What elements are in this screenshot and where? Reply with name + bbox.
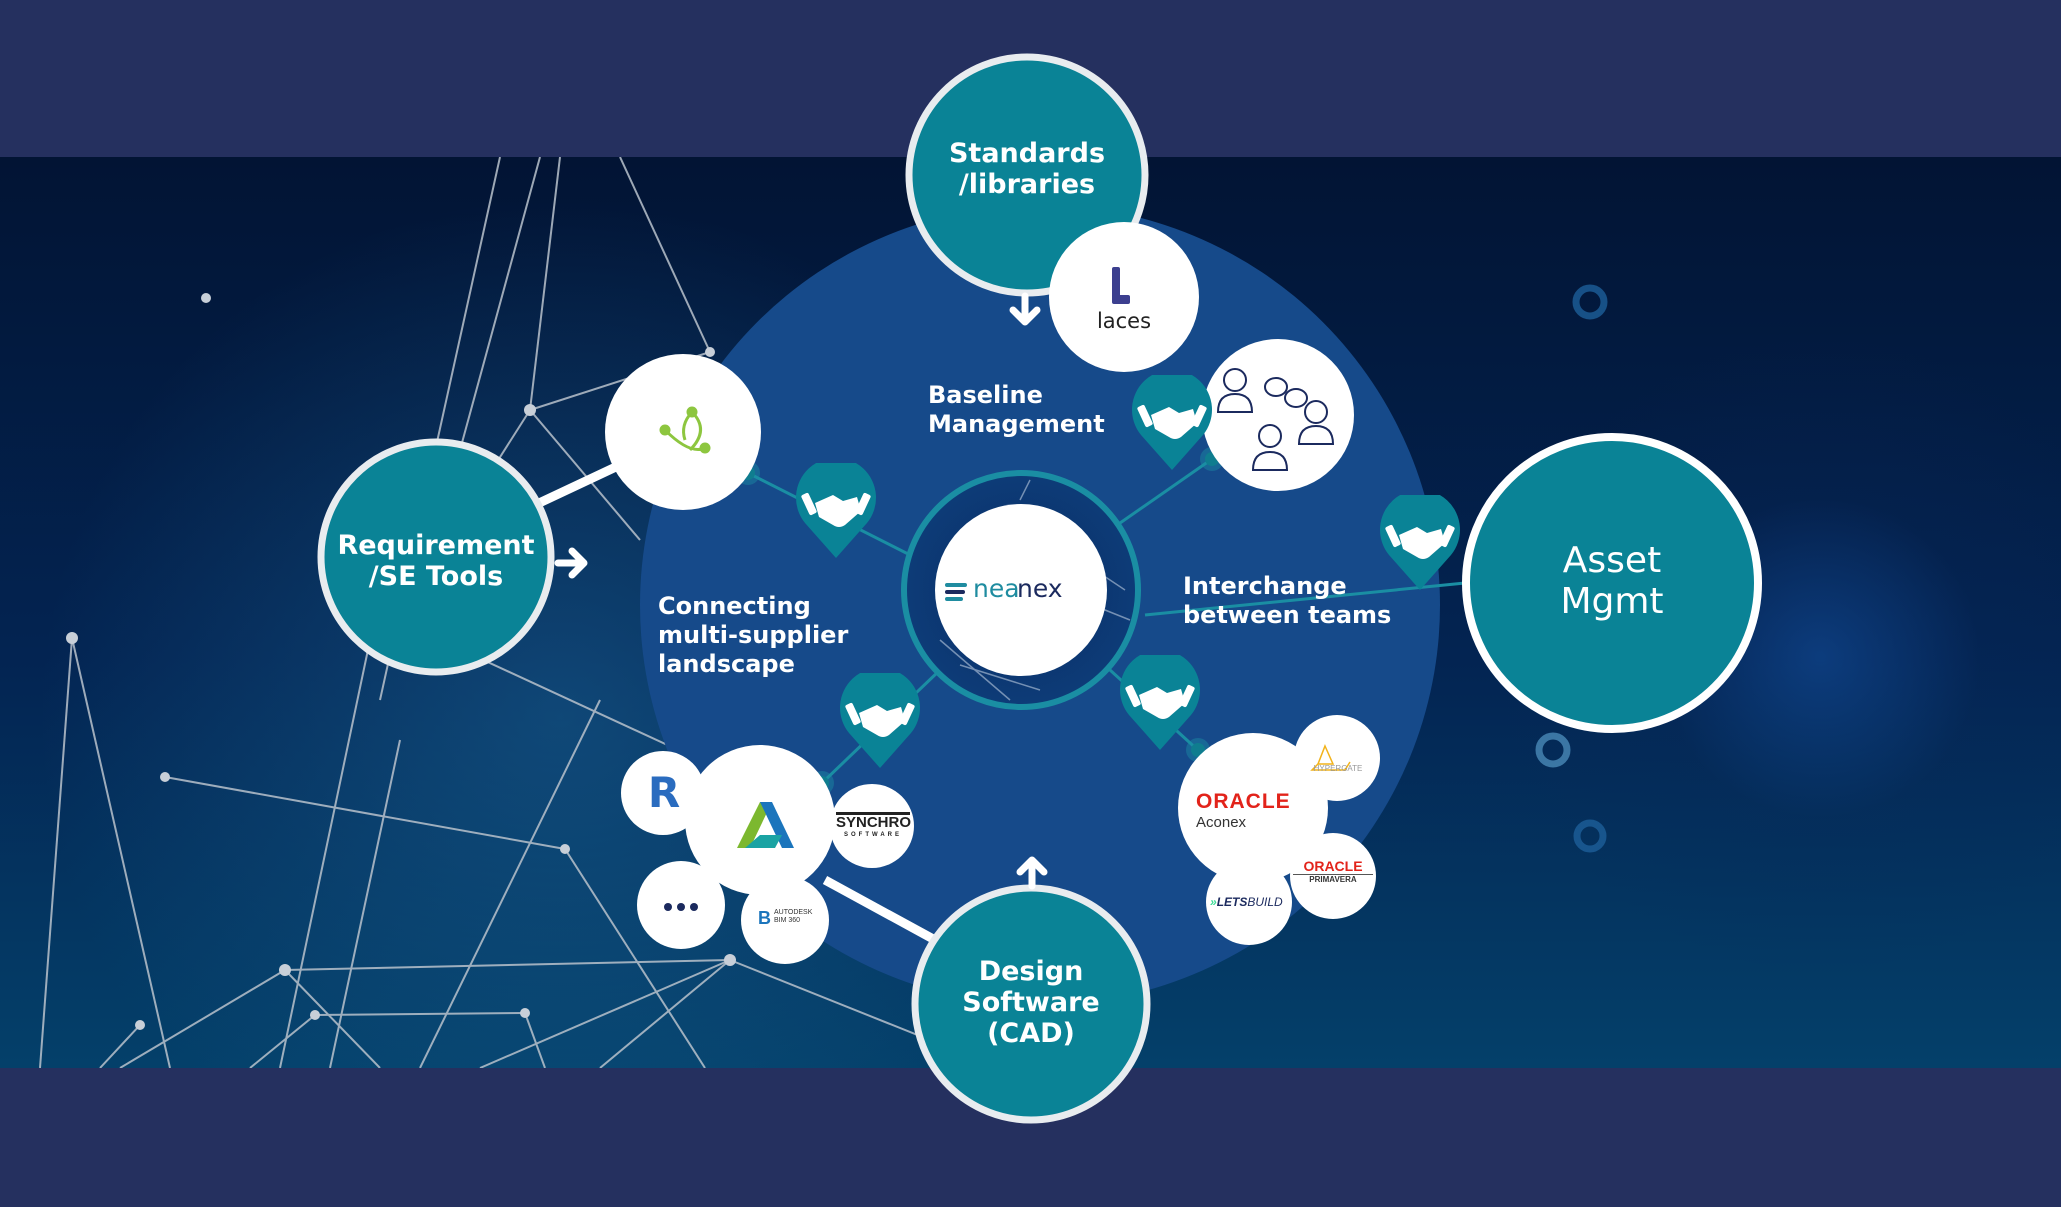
laces-logo-text: laces <box>1096 309 1152 333</box>
bim360-logo-mark: B <box>758 908 771 928</box>
oracle-aconex-product: Aconex <box>1196 814 1247 831</box>
bim360-line2: BIM 360 <box>774 917 801 925</box>
synchro-logo: SYNCHRO SOFTWARE <box>836 812 912 838</box>
logo-bubbles <box>605 222 1380 964</box>
label-line: Software <box>962 987 1100 1019</box>
node-requirement-circle[interactable] <box>317 438 555 676</box>
arrow-up-icon <box>1016 856 1048 890</box>
bim360-logo-text: AUTODESK BIM 360 <box>774 909 812 926</box>
bokeh-dots <box>1535 284 1608 853</box>
handshake-pin-icon <box>840 673 920 768</box>
node-asset-label: Asset Mgmt <box>1466 540 1758 623</box>
label-line: Requirement <box>337 530 535 561</box>
neanex-logo-mark-bar <box>945 597 963 601</box>
autodesk-logo-icon <box>737 802 794 848</box>
handshake-pin-icon <box>1120 655 1200 750</box>
letsbuild-logo-rest: BUILD <box>1247 895 1283 909</box>
synchro-logo-main: SYNCHRO <box>836 814 912 831</box>
arrow-down-icon <box>1009 292 1041 326</box>
arrow-right-icon <box>554 547 588 579</box>
caption-connecting-suppliers: Connecting multi-supplier landscape <box>658 592 849 678</box>
neanex-hub[interactable] <box>901 470 1141 710</box>
oracle-aconex-logo: ORACLE Aconex <box>1196 790 1316 831</box>
label-line: /libraries <box>958 169 1096 201</box>
neanex-logo-text-a: nea <box>973 574 1020 603</box>
background-network <box>39 157 1001 1068</box>
node-asset-circle[interactable] <box>1462 433 1762 733</box>
label-line: Mgmt <box>1560 581 1664 623</box>
synchro-logo-sub: SOFTWARE <box>844 831 902 838</box>
handshake-pin-icon <box>796 463 876 558</box>
bim360-line1: AUTODESK <box>774 909 813 916</box>
node-standards-label: Standards /libraries <box>909 138 1145 200</box>
neanex-logo-text-b: nex <box>1017 574 1063 603</box>
neanex-logo-mark-icon <box>945 583 967 587</box>
req-tool-logo-icon <box>659 406 711 454</box>
letsbuild-logo: »LETSBUILD <box>1210 895 1290 909</box>
label-line: Design <box>978 956 1084 987</box>
more-icon <box>664 903 698 911</box>
caption-baseline-management: Baseline Management <box>928 381 1105 438</box>
letsbuild-chevrons-icon: » <box>1210 895 1217 909</box>
caption-interchange-teams: Interchange between teams <box>1183 572 1392 629</box>
hypergate-logo-text: HYPERGATE <box>1313 764 1363 773</box>
handshake-pin-icon <box>1132 375 1212 470</box>
label-line: Standards <box>948 138 1106 169</box>
letsbuild-logo-bold: LETS <box>1216 895 1248 909</box>
oracle-aconex-brand: ORACLE <box>1196 790 1291 813</box>
node-connectors <box>533 460 938 944</box>
oracle-primavera-brand: ORACLE <box>1293 858 1373 875</box>
team-bubble <box>1202 339 1354 491</box>
revit-logo: R <box>647 768 681 817</box>
team-people-icon <box>1216 368 1335 471</box>
neanex-logo[interactable]: nea nex <box>945 574 1097 608</box>
node-requirement-label: Requirement /SE Tools <box>321 530 551 592</box>
laces-logo-icon <box>1112 267 1130 304</box>
node-design-label: Design Software (CAD) <box>915 956 1147 1049</box>
oracle-primavera-logo: ORACLE PRIMAVERA <box>1293 858 1373 884</box>
handshake-pin-icon <box>1380 495 1460 590</box>
background-network-nodes <box>66 293 736 1030</box>
oracle-primavera-product: PRIMAVERA <box>1309 875 1357 884</box>
label-line: Asset <box>1562 540 1662 581</box>
label-line: /SE Tools <box>368 561 504 593</box>
neanex-logo-mark-bar <box>945 590 965 594</box>
label-line: (CAD) <box>987 1018 1075 1050</box>
hypergate-logo-icon <box>1310 744 1351 771</box>
